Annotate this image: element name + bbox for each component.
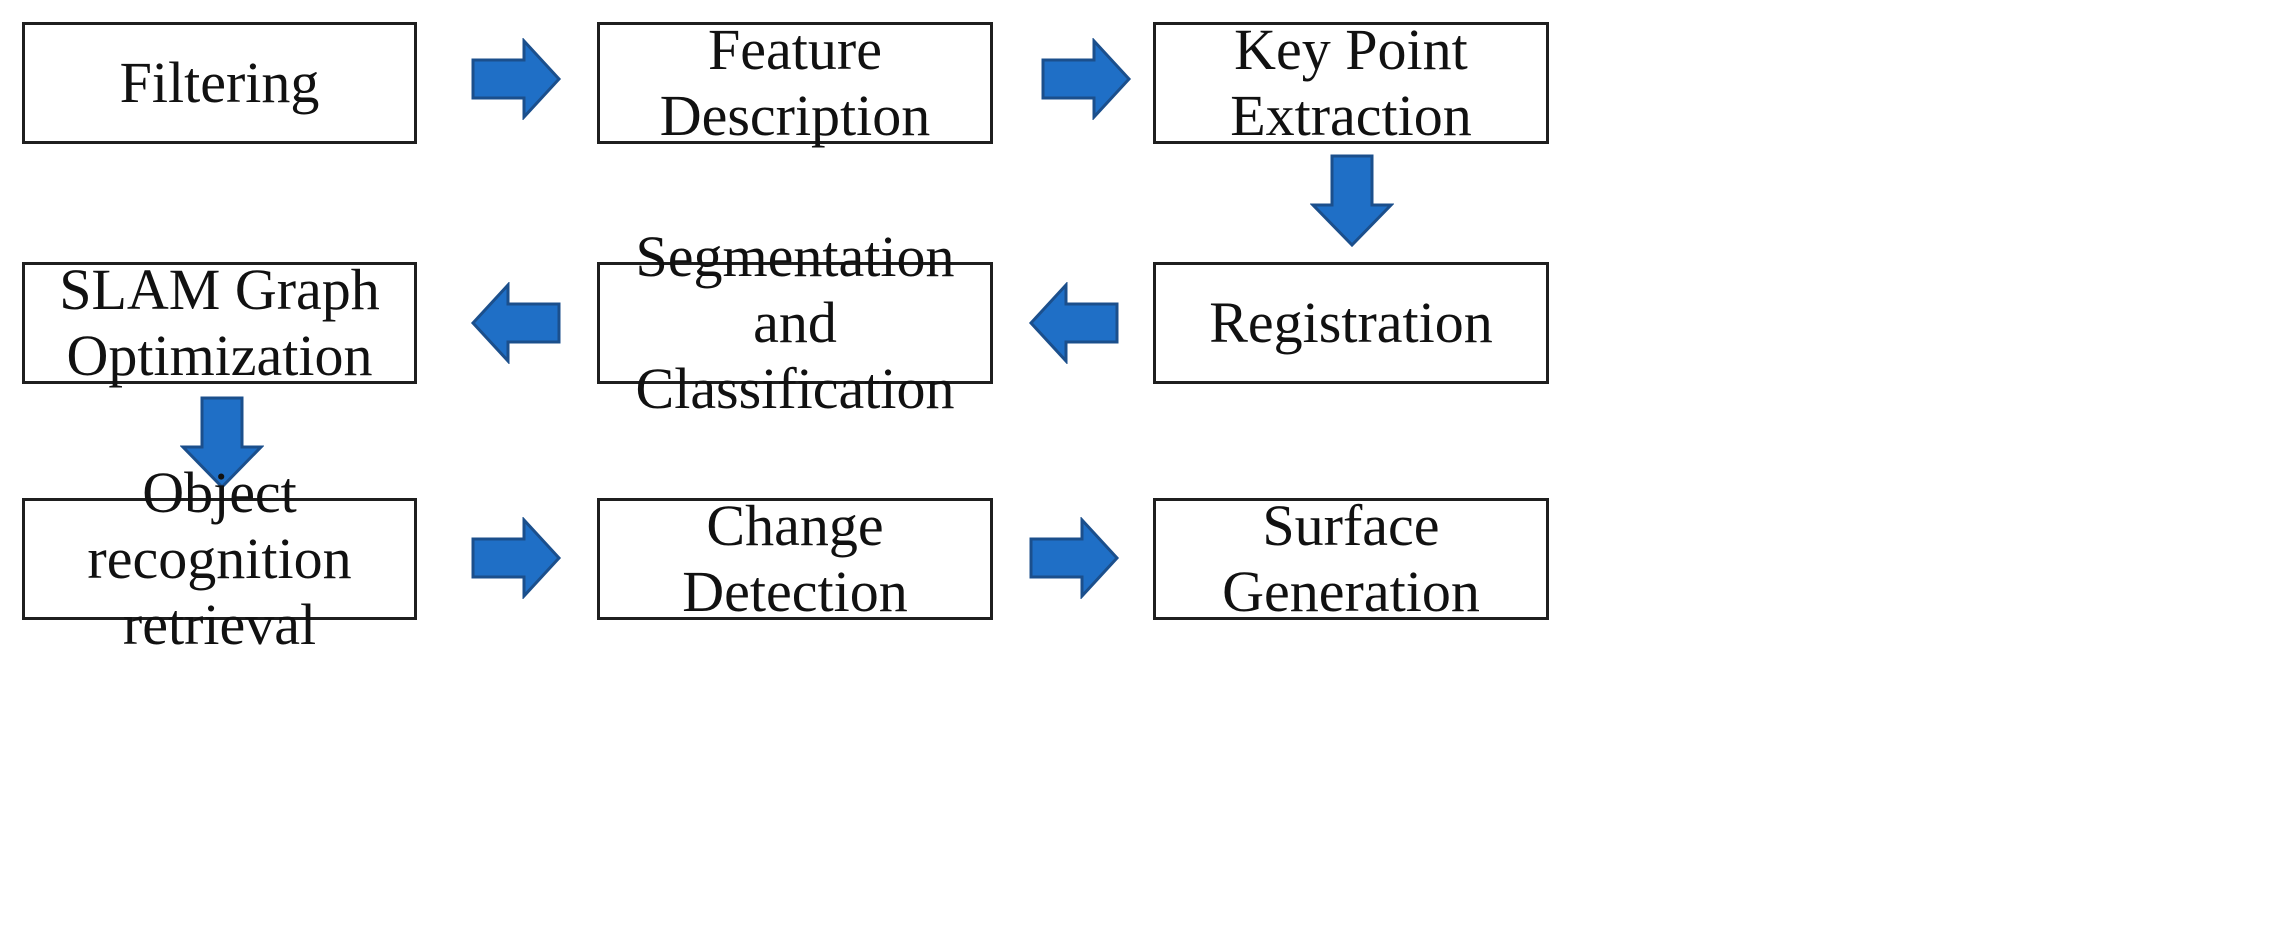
arrow-left-icon (470, 282, 562, 364)
arrow-right-icon (470, 38, 562, 120)
node-surface-generation: Surface Generation (1153, 493, 1549, 624)
node-label: Object recognition retrieval (87, 460, 352, 657)
node-key-point-extraction: Key Point Extraction (1153, 17, 1549, 148)
arrow-left-icon (1028, 282, 1120, 364)
node-label: Segmentation and Classification (635, 224, 955, 421)
arrow-right-icon (1028, 517, 1120, 599)
node-label: SLAM Graph Optimization (59, 257, 380, 388)
node-label: Registration (1209, 290, 1493, 355)
node-label: Filtering (119, 50, 320, 115)
node-filtering: Filtering (22, 22, 417, 144)
arrow-down-icon (180, 395, 264, 490)
node-label: Feature Description (659, 17, 931, 148)
node-feature-description: Feature Description (597, 17, 993, 148)
arrow-right-icon (470, 517, 562, 599)
arrow-down-icon (1310, 153, 1394, 248)
node-registration: Registration (1153, 262, 1549, 384)
node-label: Change Detection (682, 493, 908, 624)
node-label: Key Point Extraction (1230, 17, 1472, 148)
node-segmentation-and-classification: Segmentation and Classification (597, 224, 993, 421)
node-object-recognition-retrieval: Object recognition retrieval (22, 460, 417, 657)
arrow-right-icon (1040, 38, 1132, 120)
node-slam-graph-optimization: SLAM Graph Optimization (22, 257, 417, 388)
node-change-detection: Change Detection (597, 493, 993, 624)
node-label: Surface Generation (1222, 493, 1480, 624)
